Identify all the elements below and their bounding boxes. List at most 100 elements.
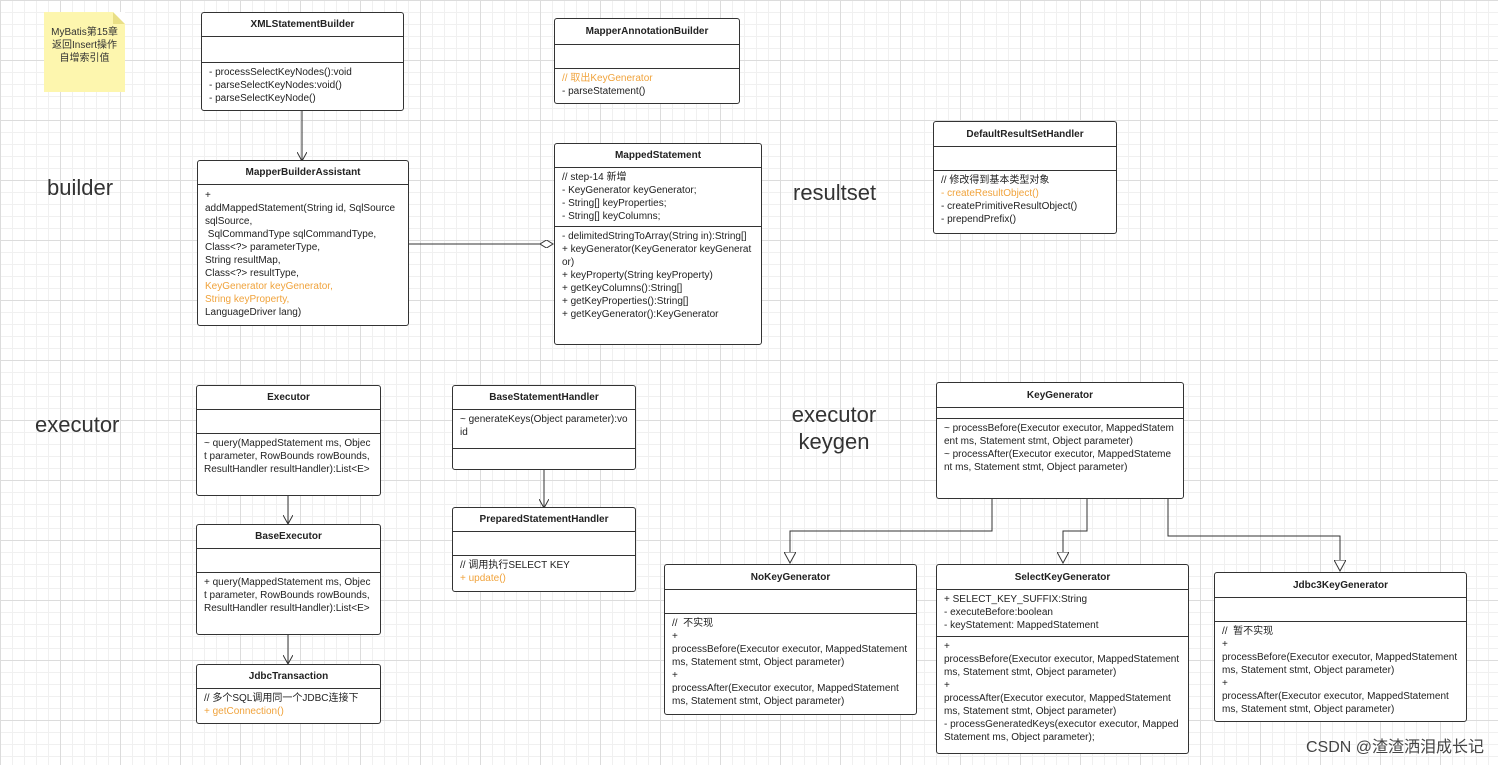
class-fields <box>197 549 380 573</box>
class-title: SelectKeyGenerator <box>937 565 1188 590</box>
class-methods: // 不实现+processBefore(Executor executor, … <box>665 614 916 711</box>
class-methods: ~ query(MappedStatement ms, Object param… <box>197 434 380 479</box>
class-methods: + query(MappedStatement ms, Object param… <box>197 573 380 618</box>
watermark: CSDN @渣渣洒泪成长记 <box>1305 739 1484 756</box>
class-member: + SELECT_KEY_SUFFIX:String <box>944 594 1088 605</box>
class-fields <box>665 590 916 614</box>
class-member: - processGeneratedKeys(executor executor… <box>944 719 1179 743</box>
class-member: // 多个SQL调用同一个JDBC连接下 <box>204 693 359 704</box>
class-key-generator[interactable]: KeyGenerator ~ processBefore(Executor ex… <box>936 382 1184 499</box>
class-member: ~ query(MappedStatement ms, Object param… <box>204 438 373 475</box>
class-methods: ~ processBefore(Executor executor, Mappe… <box>937 419 1183 477</box>
class-executor[interactable]: Executor ~ query(MappedStatement ms, Obj… <box>196 385 381 496</box>
class-jdbc3-key-generator[interactable]: Jdbc3KeyGenerator // 暂不实现 + processBefore(… <box>1214 572 1467 722</box>
package-label-executor-keygen: executor keygen <box>788 401 880 455</box>
class-fields <box>555 45 739 69</box>
class-title: NoKeyGenerator <box>665 565 916 590</box>
class-mapper-builder-assistant[interactable]: MapperBuilderAssistant +addMappedStateme… <box>197 160 409 326</box>
class-member: processBefore(Executor executor, MappedS… <box>1222 652 1460 676</box>
class-member: // 取出KeyGenerator <box>562 73 653 84</box>
class-member: - parseSelectKeyNodes:void() <box>209 80 342 91</box>
class-member: + keyProperty(String keyProperty) <box>562 270 713 281</box>
class-member: // 修改得到基本类型对象 <box>941 175 1050 186</box>
package-label-executor: executor <box>35 412 120 437</box>
class-methods: // 修改得到基本类型对象 - createResultObject() - cre… <box>934 171 1116 229</box>
class-member: processAfter(Executor executor, MappedSt… <box>672 683 902 707</box>
class-methods: // 多个SQL调用同一个JDBC连接下 + getConnection() <box>197 689 380 721</box>
class-fields <box>934 147 1116 171</box>
class-title: MappedStatement <box>555 144 761 168</box>
class-member: + getConnection() <box>204 706 284 717</box>
class-member: - KeyGenerator keyGenerator; <box>562 185 697 196</box>
class-select-key-generator[interactable]: SelectKeyGenerator + SELECT_KEY_SUFFIX:S… <box>936 564 1189 754</box>
class-member: Class<?> parameterType, <box>205 242 321 253</box>
class-member: SqlCommandType sqlCommandType, <box>205 229 377 240</box>
class-member: - delimitedStringToArray(String in):Stri… <box>562 231 747 242</box>
class-title: Jdbc3KeyGenerator <box>1215 573 1466 598</box>
class-member: - createPrimitiveResultObject() <box>941 201 1078 212</box>
class-title: DefaultResultSetHandler <box>934 122 1116 147</box>
class-fields <box>197 410 380 434</box>
class-member: processBefore(Executor executor, MappedS… <box>672 644 910 668</box>
link-selectkeygen-to-keygen <box>1063 499 1088 563</box>
class-member: // 暂不实现 <box>1222 626 1274 637</box>
class-member: + keyGenerator(KeyGenerator keyGenerator… <box>562 244 752 268</box>
class-member: // step-14 新增 <box>562 172 627 183</box>
class-member: - prependPrefix() <box>941 214 1017 225</box>
class-fields <box>1215 598 1466 622</box>
class-xml-statement-builder[interactable]: XMLStatementBuilder - processSelectKeyNo… <box>201 12 404 111</box>
package-label-builder: builder <box>47 175 114 200</box>
class-member: + update() <box>460 573 506 584</box>
class-extra-section <box>453 449 635 455</box>
class-member: + <box>944 641 950 652</box>
class-base-executor[interactable]: BaseExecutor + query(MappedStatement ms,… <box>196 524 381 635</box>
class-member: Class<?> resultType, <box>205 268 299 279</box>
class-member: + <box>672 670 678 681</box>
class-methods: ~ generateKeys(Object parameter):void <box>453 410 635 449</box>
class-methods: // 暂不实现 + processBefore(Executor executor,… <box>1215 622 1466 719</box>
class-member: + <box>944 680 950 691</box>
class-methods: - delimitedStringToArray(String in):Stri… <box>555 227 761 324</box>
class-member: + getKeyGenerator():KeyGenerator <box>562 309 719 320</box>
class-member: String keyProperty, <box>205 294 290 305</box>
class-member: ~ processBefore(Executor executor, Mappe… <box>944 423 1174 447</box>
class-base-statement-handler[interactable]: BaseStatementHandler ~ generateKeys(Obje… <box>452 385 636 470</box>
class-member: + query(MappedStatement ms, Object param… <box>204 577 373 614</box>
class-methods: // 调用执行SELECT KEY + update() <box>453 556 635 588</box>
class-methods: +addMappedStatement(String id, SqlSource… <box>198 185 408 322</box>
class-title: MapperBuilderAssistant <box>198 161 408 185</box>
package-label-executor-keygen-line1: executor <box>791 402 877 427</box>
class-member: - createResultObject() <box>941 188 1039 199</box>
class-member: addMappedStatement(String id, SqlSource … <box>205 203 398 227</box>
sticky-note-text: MyBatis第15章返回Insert操作自增索引值 <box>51 27 118 64</box>
class-jdbc-transaction[interactable]: JdbcTransaction // 多个SQL调用同一个JDBC连接下 + ge… <box>196 664 381 724</box>
class-member: processBefore(Executor executor, MappedS… <box>944 654 1182 678</box>
class-title: MapperAnnotationBuilder <box>555 19 739 45</box>
class-title: BaseStatementHandler <box>453 386 635 410</box>
package-label-executor-keygen-line2: keygen <box>798 429 870 454</box>
class-member: LanguageDriver lang) <box>205 307 302 318</box>
class-mapper-annotation-builder[interactable]: MapperAnnotationBuilder // 取出KeyGenerato… <box>554 18 740 104</box>
class-member: + <box>1222 639 1228 650</box>
link-jdbc3keygen-to-keygen <box>1167 499 1340 571</box>
class-mapped-statement[interactable]: MappedStatement // step-14 新增 - KeyGenera… <box>554 143 762 345</box>
class-member: - processSelectKeyNodes():void <box>209 67 352 78</box>
class-default-result-set-handler[interactable]: DefaultResultSetHandler // 修改得到基本类型对象 - c… <box>933 121 1117 234</box>
class-no-key-generator[interactable]: NoKeyGenerator // 不实现+processBefore(Exec… <box>664 564 917 715</box>
class-title: XMLStatementBuilder <box>202 13 403 37</box>
class-member: - parseStatement() <box>562 86 646 97</box>
class-fields <box>202 37 403 63</box>
class-member: + <box>1222 678 1228 689</box>
class-member: - String[] keyProperties; <box>562 198 667 209</box>
class-member: // 调用执行SELECT KEY <box>460 560 570 571</box>
class-member: String resultMap, <box>205 255 281 266</box>
package-label-resultset: resultset <box>793 180 877 205</box>
class-title: JdbcTransaction <box>197 665 380 689</box>
class-member: ~ processAfter(Executor executor, Mapped… <box>944 449 1172 473</box>
class-member: - parseSelectKeyNode() <box>209 93 316 104</box>
class-title: Executor <box>197 386 380 410</box>
class-methods: // 取出KeyGenerator - parseStatement() <box>555 69 739 101</box>
class-prepared-statement-handler[interactable]: PreparedStatementHandler // 调用执行SELECT K… <box>452 507 636 592</box>
